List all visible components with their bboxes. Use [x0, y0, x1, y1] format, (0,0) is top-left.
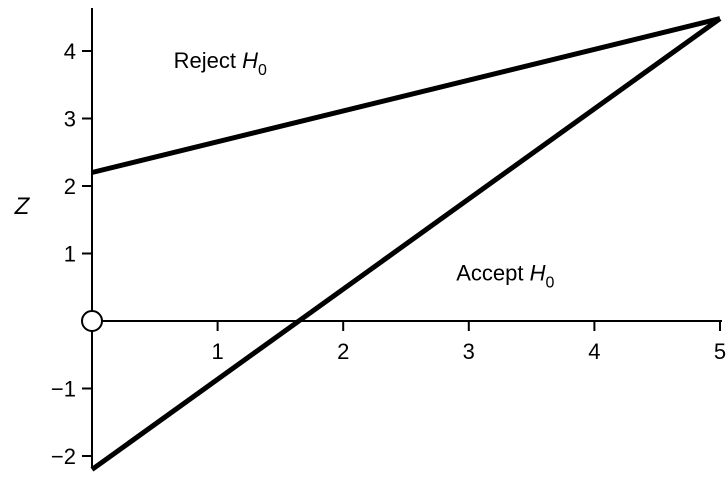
- x-tick-label-5: 5: [714, 339, 726, 364]
- x-tick-label-2: 2: [337, 339, 349, 364]
- x-tick-label-4: 4: [588, 339, 600, 364]
- region-label-reject: Reject H0: [174, 48, 267, 79]
- boundary-line-2: [90, 16, 722, 472]
- boundary-line-1: [91, 16, 721, 175]
- axes: Z: [14, 8, 722, 467]
- x-tick-label-1: 1: [211, 339, 223, 364]
- y-tick-label-3: 2: [64, 174, 76, 199]
- annotations: Reject H0 Accept H0: [174, 48, 555, 292]
- y-tick-label-5: 4: [64, 39, 76, 64]
- y-tick-label-1: −1: [51, 377, 76, 402]
- ticks: 1 2 3 4 5 −2 −1 1 2 3 4: [51, 39, 726, 469]
- region-label-accept: Accept H0: [456, 261, 554, 292]
- y-tick-label-4: 3: [64, 107, 76, 132]
- x-tick-label-3: 3: [463, 339, 475, 364]
- origin-marker: [81, 310, 103, 332]
- y-tick-label-0: −2: [51, 444, 76, 469]
- y-axis-label: Z: [14, 193, 31, 220]
- series: [81, 16, 722, 472]
- y-tick-label-2: 1: [64, 242, 76, 267]
